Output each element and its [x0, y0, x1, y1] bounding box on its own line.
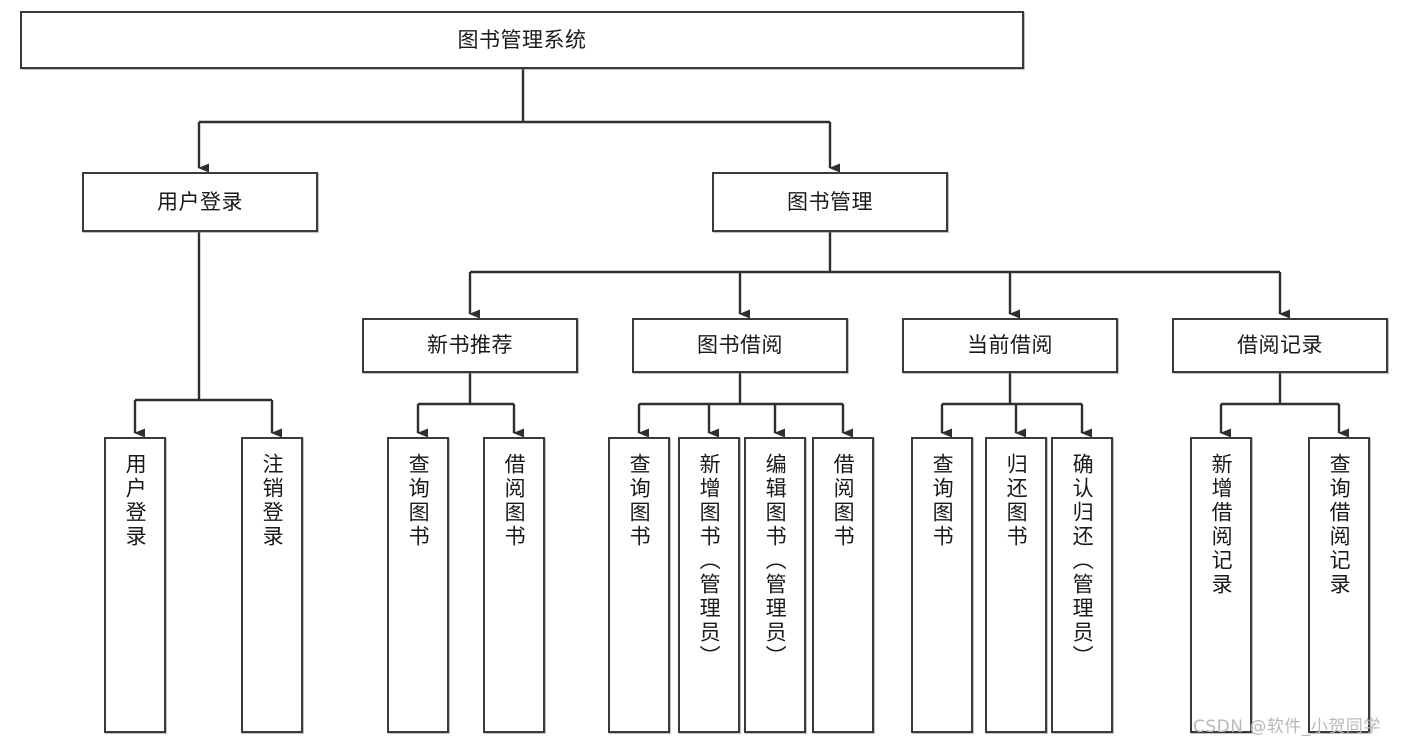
node-borrow-record[interactable]: 借阅记录 — [1172, 318, 1388, 373]
node-leaf-user-login-label: 用户登录 — [123, 453, 148, 549]
node-user-login-label: 用户登录 — [157, 189, 243, 214]
node-leaf-edit-book-label: 编辑图书（管理员） — [763, 453, 788, 669]
node-borrow-record-label: 借阅记录 — [1237, 333, 1323, 358]
node-new-book-recommend-label: 新书推荐 — [427, 333, 513, 358]
node-book-borrow[interactable]: 图书借阅 — [632, 318, 848, 373]
node-leaf-return-book[interactable]: 归还图书 — [985, 437, 1047, 733]
node-leaf-confirm-return[interactable]: 确认归还（管理员） — [1051, 437, 1113, 733]
node-leaf-user-logout-label: 注销登录 — [260, 453, 285, 549]
node-leaf-add-book-label: 新增图书（管理员） — [697, 453, 722, 669]
node-leaf-user-login[interactable]: 用户登录 — [104, 437, 166, 733]
node-root[interactable]: 图书管理系统 — [20, 11, 1024, 69]
node-leaf-confirm-return-label: 确认归还（管理员） — [1070, 453, 1095, 669]
node-leaf-borrow-book-2[interactable]: 借阅图书 — [812, 437, 874, 733]
node-leaf-borrow-book-2-label: 借阅图书 — [831, 453, 856, 549]
node-leaf-user-logout[interactable]: 注销登录 — [241, 437, 303, 733]
node-root-label: 图书管理系统 — [457, 27, 587, 52]
node-leaf-add-record[interactable]: 新增借阅记录 — [1190, 437, 1252, 733]
node-leaf-return-book-label: 归还图书 — [1004, 453, 1029, 549]
node-leaf-edit-book[interactable]: 编辑图书（管理员） — [744, 437, 806, 733]
node-book-borrow-label: 图书借阅 — [697, 333, 783, 358]
node-leaf-query-book-2[interactable]: 查询图书 — [608, 437, 670, 733]
node-current-borrow-label: 当前借阅 — [967, 333, 1053, 358]
node-new-book-recommend[interactable]: 新书推荐 — [362, 318, 578, 373]
node-leaf-query-book-3-label: 查询图书 — [930, 453, 955, 549]
node-book-manage[interactable]: 图书管理 — [712, 172, 948, 232]
node-leaf-borrow-book-1-label: 借阅图书 — [502, 453, 527, 549]
node-leaf-query-record[interactable]: 查询借阅记录 — [1308, 437, 1370, 733]
node-leaf-query-book-1[interactable]: 查询图书 — [387, 437, 449, 733]
node-leaf-query-book-3[interactable]: 查询图书 — [911, 437, 973, 733]
node-leaf-borrow-book-1[interactable]: 借阅图书 — [483, 437, 545, 733]
node-book-manage-label: 图书管理 — [787, 189, 873, 214]
node-leaf-add-book[interactable]: 新增图书（管理员） — [678, 437, 740, 733]
node-leaf-query-record-label: 查询借阅记录 — [1327, 453, 1352, 597]
node-user-login[interactable]: 用户登录 — [82, 172, 318, 232]
node-current-borrow[interactable]: 当前借阅 — [902, 318, 1118, 373]
node-leaf-query-book-1-label: 查询图书 — [406, 453, 431, 549]
node-leaf-query-book-2-label: 查询图书 — [627, 453, 652, 549]
node-leaf-add-record-label: 新增借阅记录 — [1209, 453, 1234, 597]
